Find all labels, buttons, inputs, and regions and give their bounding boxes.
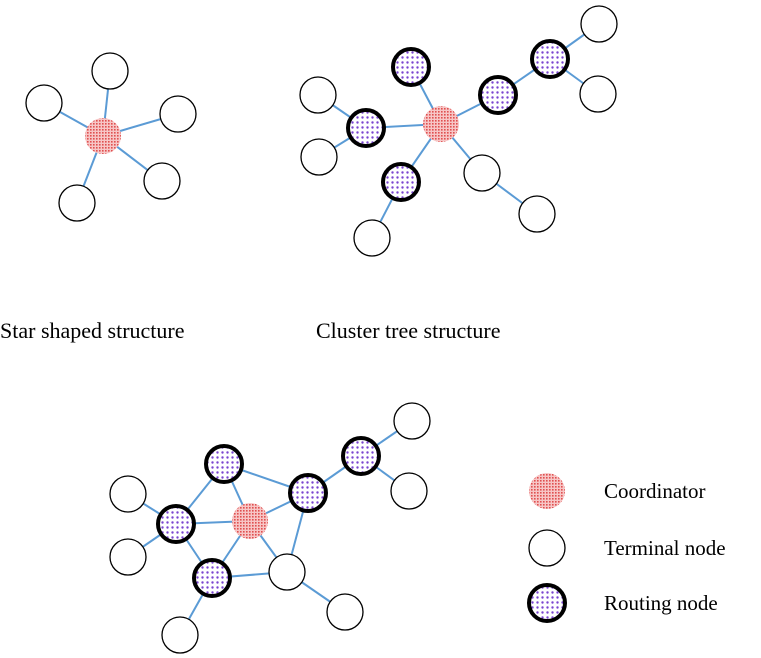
mesh-terminal-node — [393, 402, 431, 440]
mesh-terminal-node — [109, 538, 147, 576]
legend: Coordinator Terminal node Routing node — [527, 473, 726, 623]
star-coordinator-node — [85, 118, 121, 154]
mesh-terminal-node — [161, 616, 199, 654]
mesh-routing-node — [341, 436, 381, 476]
legend-coordinator-icon — [529, 473, 565, 509]
mesh-terminal-node — [109, 475, 147, 513]
mesh-routing-node — [204, 444, 244, 484]
legend-terminal-icon — [528, 529, 566, 567]
cluster-terminal-node — [300, 138, 338, 176]
legend-coordinator-label: Coordinator — [604, 479, 705, 503]
mesh-routing-node — [156, 504, 196, 544]
cluster-terminal-node — [518, 195, 556, 233]
cluster-tree-structure — [299, 5, 618, 257]
cluster-routing-node — [346, 108, 386, 148]
mesh-terminal-node — [326, 593, 364, 631]
cluster-terminal-node — [580, 5, 618, 43]
star-terminal-node — [143, 162, 181, 200]
cluster-routing-node — [391, 47, 431, 87]
cluster-tree-caption: Cluster tree structure — [316, 318, 501, 343]
legend-routing-label: Routing node — [604, 591, 718, 615]
cluster-coordinator-node — [423, 106, 459, 142]
mesh-terminal-node — [268, 553, 306, 591]
mesh-terminal-node — [390, 472, 428, 510]
star-structure — [25, 52, 197, 222]
legend-item-router: Routing node — [527, 583, 718, 623]
cluster-routing-node — [478, 75, 518, 115]
legend-terminal-label: Terminal node — [604, 536, 726, 560]
cluster-terminal-node — [579, 75, 617, 113]
star-terminal-node — [159, 95, 197, 133]
mesh-routing-node — [192, 558, 232, 598]
cluster-routing-node — [381, 162, 421, 202]
legend-item-coordinator: Coordinator — [529, 473, 705, 509]
mesh-structure — [109, 402, 431, 654]
cluster-routing-node — [530, 39, 570, 79]
star-terminal-node — [91, 52, 129, 90]
legend-item-terminal: Terminal node — [528, 529, 726, 567]
legend-routing-icon — [527, 583, 567, 623]
mesh-routing-node — [288, 473, 328, 513]
star-terminal-node — [58, 184, 96, 222]
mesh-coordinator-node — [232, 503, 268, 539]
star-structure-caption: Star shaped structure — [0, 318, 185, 343]
cluster-terminal-node — [353, 219, 391, 257]
star-terminal-node — [25, 84, 63, 122]
cluster-terminal-node — [299, 76, 337, 114]
cluster-terminal-node — [463, 154, 501, 192]
